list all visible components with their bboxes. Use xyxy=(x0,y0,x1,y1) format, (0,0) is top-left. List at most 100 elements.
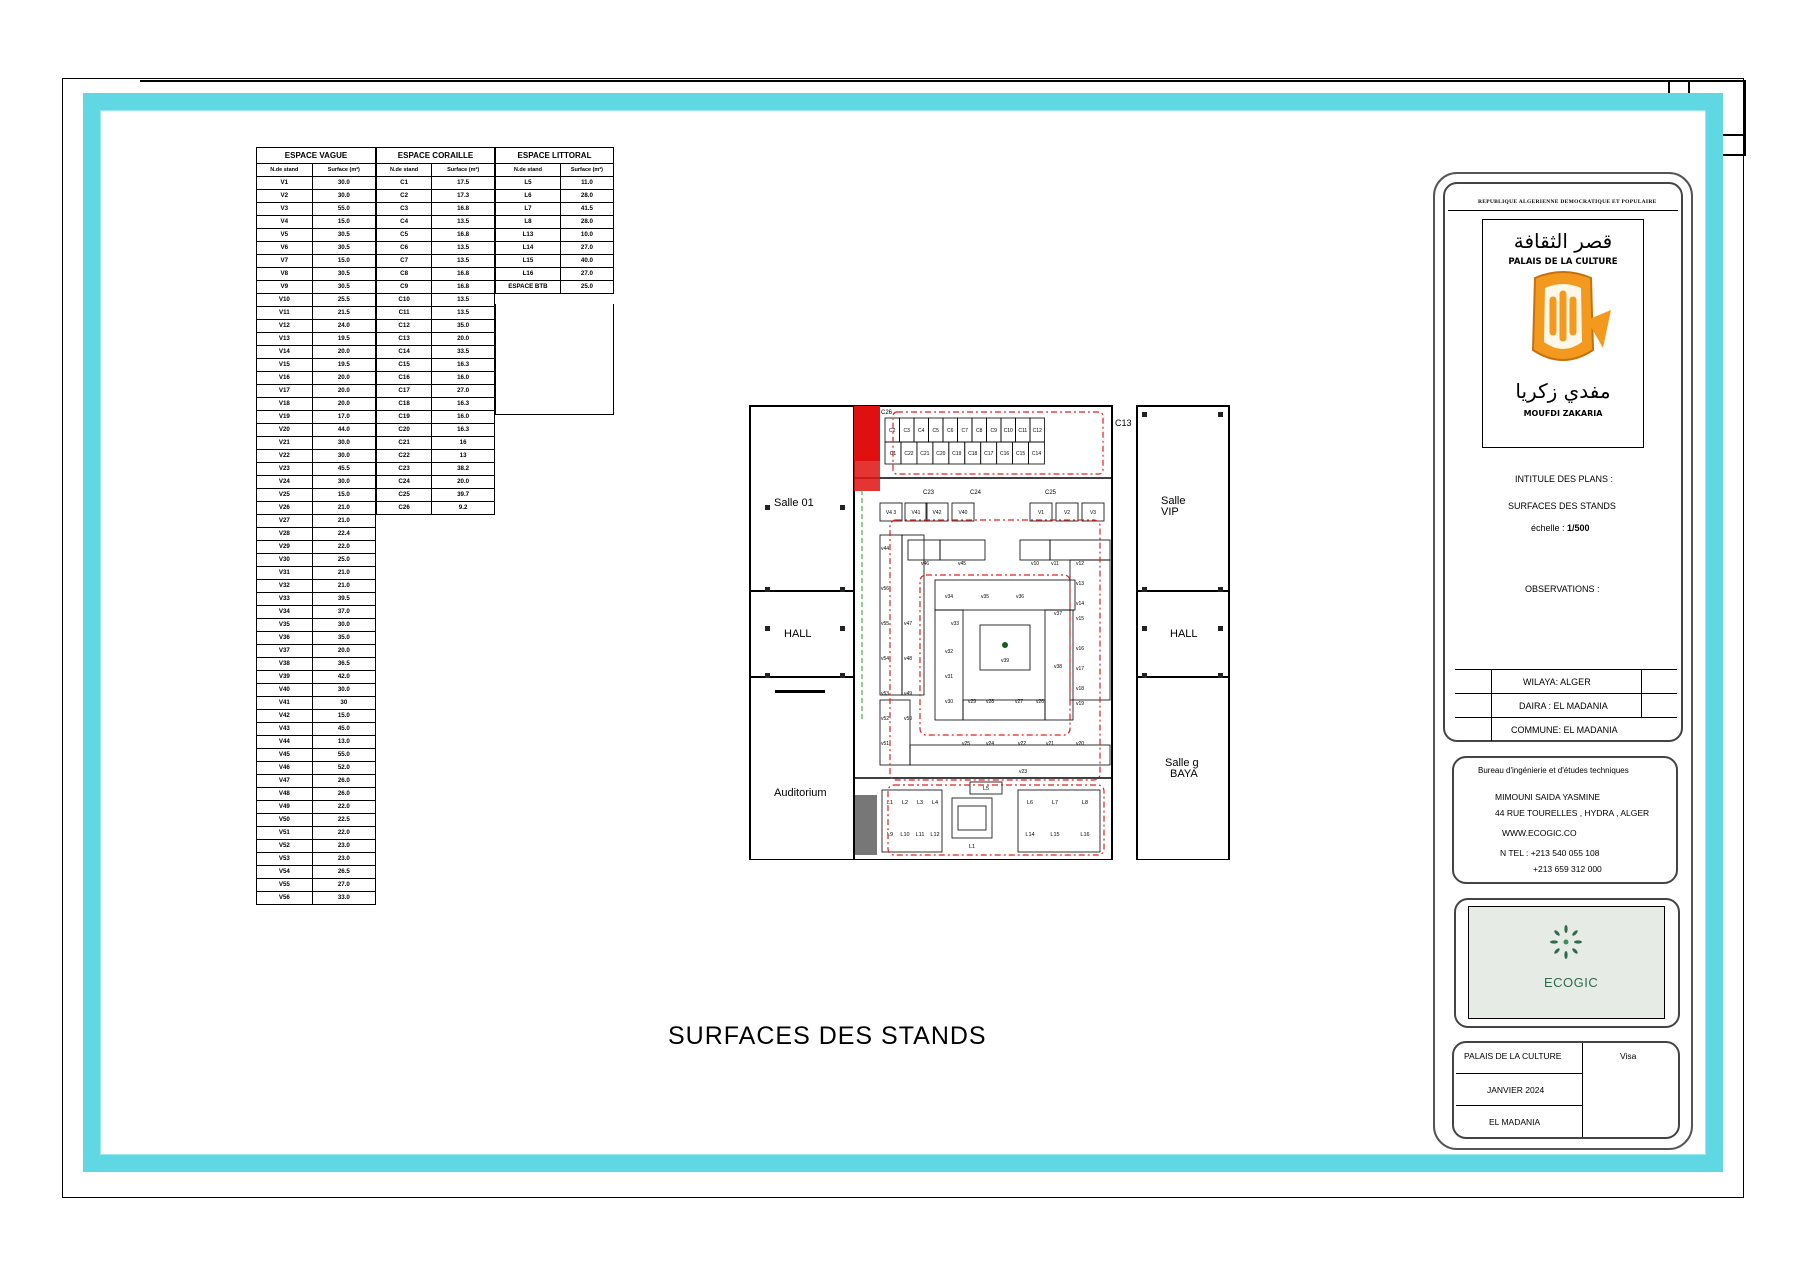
stand-surface-cell: 28.0 xyxy=(559,189,615,203)
red-zone-lower xyxy=(854,461,880,491)
stand-label: C7 xyxy=(962,428,969,434)
stairs-icon xyxy=(855,795,877,855)
stand-surface-cell: 35.0 xyxy=(431,319,495,333)
svg-text:v11: v11 xyxy=(1051,561,1059,567)
svg-text:v15: v15 xyxy=(1076,616,1084,622)
stand-id-cell: V4 xyxy=(256,215,313,229)
svg-text:v53: v53 xyxy=(881,691,889,697)
svg-text:v12: v12 xyxy=(1076,561,1084,567)
stand-surface-cell: 23.0 xyxy=(311,839,377,853)
stand-id-cell: C25 xyxy=(375,488,433,502)
stand-surface-cell: 41.5 xyxy=(559,202,615,216)
stand-id-cell: V3 xyxy=(256,202,313,216)
svg-text:v25: v25 xyxy=(962,741,970,747)
stand-surface-cell: 33.5 xyxy=(431,345,495,359)
company-address: 44 RUE TOURELLES , HYDRA , ALGER xyxy=(1495,808,1650,818)
stand-surface-cell: 21.5 xyxy=(311,306,377,320)
col-header: N.de stand xyxy=(375,163,433,177)
stand-surface-cell: 22.0 xyxy=(311,800,377,814)
stand-surface-cell: 33.0 xyxy=(311,891,377,905)
stand-surface-cell: 20.0 xyxy=(311,384,377,398)
stand-surface-cell: 22.0 xyxy=(311,540,377,554)
svg-text:v51: v51 xyxy=(881,741,889,747)
label-salle-baya-1: Salle g xyxy=(1165,757,1199,769)
table-title: ESPACE CORAILLE xyxy=(376,147,495,164)
svg-text:L9: L9 xyxy=(887,832,893,838)
stand-surface-cell: 13.0 xyxy=(311,735,377,749)
svg-text:L3: L3 xyxy=(917,800,923,806)
svg-text:v34: v34 xyxy=(945,594,953,600)
svg-text:v30: v30 xyxy=(945,699,953,705)
stand-surface-cell: 13 xyxy=(431,449,495,463)
svg-text:v47: v47 xyxy=(904,621,912,627)
stand-label: C14 xyxy=(1032,451,1041,457)
stand-id-cell: C1 xyxy=(375,176,433,190)
stand-id-cell: C17 xyxy=(375,384,433,398)
stand-surface-cell: 30.0 xyxy=(311,475,377,489)
stand-id-cell: V39 xyxy=(256,670,313,684)
stand-id-cell: V33 xyxy=(256,592,313,606)
stand-id-cell: V47 xyxy=(256,774,313,788)
svg-text:v38: v38 xyxy=(1054,664,1062,670)
svg-text:v46: v46 xyxy=(921,561,929,567)
svg-text:v22: v22 xyxy=(1018,741,1026,747)
stage-bar xyxy=(775,690,825,693)
svg-text:v16: v16 xyxy=(1076,646,1084,652)
stand-id-cell: V52 xyxy=(256,839,313,853)
ecogic-text: ECOGIC xyxy=(1544,975,1599,990)
stand-box xyxy=(951,502,975,522)
stand-surface-cell: 26.0 xyxy=(311,787,377,801)
stand-id-cell: V42 xyxy=(256,709,313,723)
svg-text:L1: L1 xyxy=(969,844,975,850)
stand-box xyxy=(904,502,928,522)
label-c24: C24 xyxy=(970,490,982,496)
logo-french-bottom: MOUFDI ZAKARIA xyxy=(1524,409,1604,418)
outer-frame xyxy=(62,78,1744,1198)
visa-label: Visa xyxy=(1620,1051,1637,1061)
label-c13: C13 xyxy=(1115,418,1132,428)
stand-surface-cell: 30.0 xyxy=(311,436,377,450)
stand-id-cell: V31 xyxy=(256,566,313,580)
stand-surface-cell: 30.5 xyxy=(311,241,377,255)
stand-id-cell: V2 xyxy=(256,189,313,203)
svg-text:v14: v14 xyxy=(1076,601,1084,607)
stand-label: V4 3 xyxy=(886,510,897,516)
stand-surface-cell: 24.0 xyxy=(311,319,377,333)
stand-label: C19 xyxy=(952,451,961,457)
stand-surface-cell: 20.0 xyxy=(431,475,495,489)
stand-surface-cell: 25.0 xyxy=(559,280,615,294)
ecogic-box xyxy=(1454,898,1680,1028)
stand-label: C6 xyxy=(947,428,954,434)
stand-id-cell: C24 xyxy=(375,475,433,489)
company-website[interactable]: WWW.ECOGIC.CO xyxy=(1502,828,1577,838)
svg-text:L2: L2 xyxy=(902,800,908,806)
stand-label: C5 xyxy=(933,428,940,434)
stand-label: C10 xyxy=(1004,428,1013,434)
littoral-empty-box xyxy=(495,304,614,415)
stand-surface-cell: 17.0 xyxy=(311,410,377,424)
stand-id-cell: V28 xyxy=(256,527,313,541)
stand-surface-cell: 37.0 xyxy=(311,605,377,619)
stand-surface-cell: 13.5 xyxy=(431,215,495,229)
stand-id-cell: L6 xyxy=(495,189,561,203)
stand-label: C18 xyxy=(968,451,977,457)
